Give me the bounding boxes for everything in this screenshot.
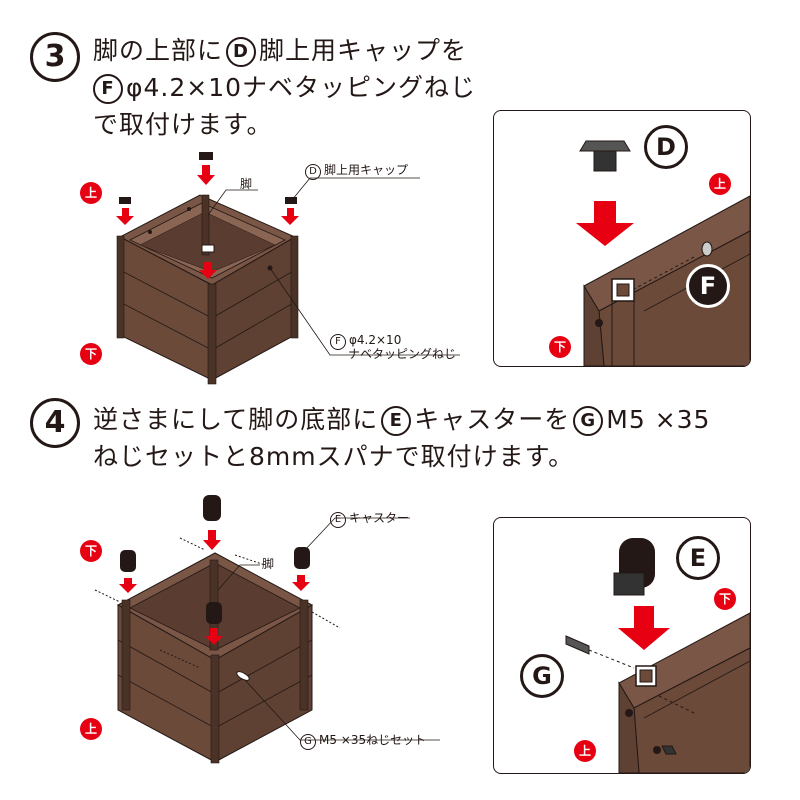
step3-detail-badge-f: F bbox=[686, 264, 730, 308]
step3-callout-cap-badge: D bbox=[305, 164, 321, 180]
step3-callout-cap-text: 脚上用キャップ bbox=[324, 163, 409, 177]
step3-up-marker: 上 bbox=[80, 182, 102, 204]
step4-number: 4 bbox=[30, 398, 80, 448]
step4-up-marker: 上 bbox=[80, 718, 102, 740]
step3-detail-up-marker: 上 bbox=[709, 173, 731, 195]
step4-callout-caster-text: キャスター bbox=[349, 511, 410, 525]
step3-text-c: で取付けます。 bbox=[93, 110, 273, 139]
step3-detail-box: D F 上 下 bbox=[493, 110, 751, 367]
step4-text-d: ねじセットと8mmスパナで取付けます。 bbox=[93, 442, 575, 471]
step3-text-a: 脚の上部に bbox=[93, 36, 224, 65]
step4-callout-caster-badge: E bbox=[330, 512, 346, 528]
step3-heading-line3: で取付けます。 bbox=[93, 107, 273, 142]
step3-callout-screw-2: ナベタッピングねじ bbox=[348, 347, 457, 361]
step3-badge-f: F bbox=[93, 74, 123, 104]
step3-text-b: 脚上用キャップを bbox=[259, 36, 468, 65]
step4-text-c: M5 ×35 bbox=[606, 405, 711, 434]
step4-callout-leg: 脚 bbox=[262, 557, 275, 571]
step3-badge-d: D bbox=[226, 37, 257, 67]
step4-detail-up-marker: 上 bbox=[574, 740, 596, 762]
step3-callout-leg: 脚 bbox=[240, 177, 253, 191]
step3-detail-badge-d: D bbox=[644, 125, 688, 169]
step3-callout-screw-badge: F bbox=[330, 334, 346, 350]
step4-badge-g: G bbox=[573, 406, 604, 436]
step4-detail-illustration bbox=[565, 538, 750, 773]
step4-heading-line2: ねじセットと8mmスパナで取付けます。 bbox=[93, 439, 574, 474]
step3-text-screw: φ4.2×10ナベタッピングねじ bbox=[126, 73, 477, 102]
step3-number: 3 bbox=[30, 32, 80, 82]
step3-down-marker: 下 bbox=[80, 343, 102, 365]
step4-callout-screw-badge: G bbox=[300, 734, 316, 750]
step4-down-marker: 下 bbox=[80, 540, 102, 562]
step4-callout-screw-text: M5 ×35ねじセット bbox=[319, 733, 427, 747]
step4-badge-e: E bbox=[381, 406, 412, 436]
step4-text-b: キャスターを bbox=[414, 405, 571, 434]
step3-detail-down-marker: 下 bbox=[549, 336, 571, 358]
step4-text-a: 逆さまにして脚の底部に bbox=[93, 405, 379, 434]
step4-detail-box: E G 下 上 bbox=[493, 517, 751, 774]
step4-detail-down-marker: 下 bbox=[714, 588, 736, 610]
step4-detail-badge-e: E bbox=[676, 536, 720, 580]
step4-detail-badge-g: G bbox=[520, 654, 564, 698]
step3-callout-screw-1: φ4.2×10 bbox=[349, 333, 402, 347]
